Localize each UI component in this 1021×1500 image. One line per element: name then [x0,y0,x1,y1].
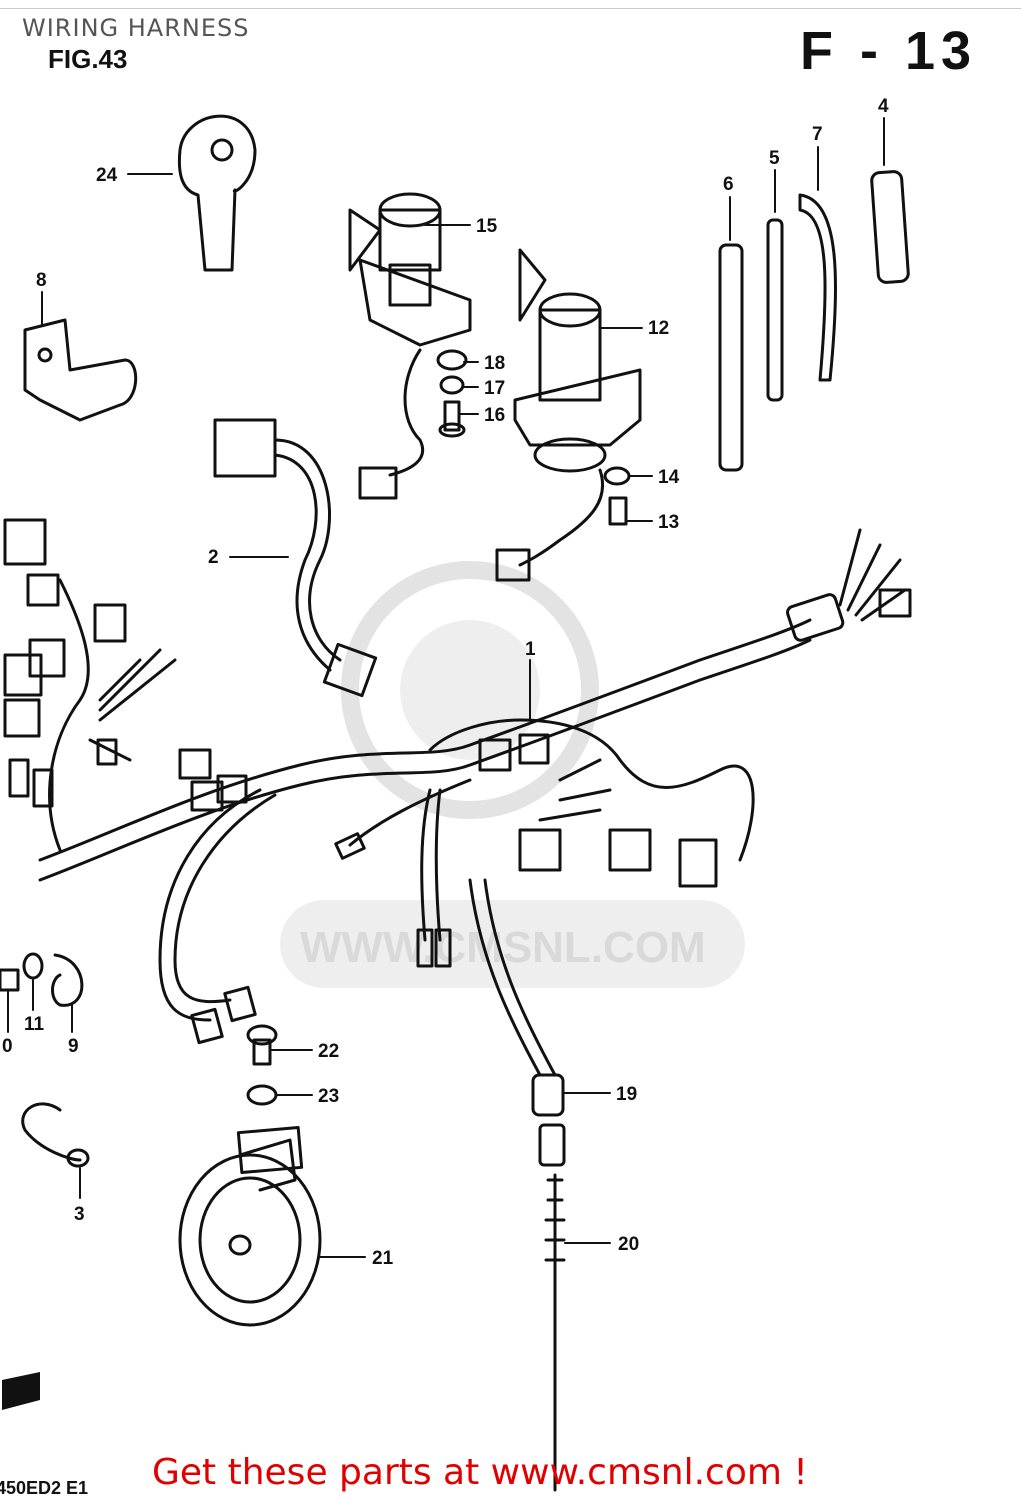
cable-ties [718,170,910,472]
part-label-22: 22 [318,1041,339,1062]
part-label-2: 2 [208,547,219,568]
part-label-6: 6 [723,174,734,195]
part-label-24: 24 [96,165,118,186]
part-label-8: 8 [36,270,47,291]
part-label-11: 11 [24,1014,45,1035]
part-label-13: 13 [658,512,679,533]
footer-cta[interactable]: Get these parts at www.cmsnl.com ! [152,1452,808,1493]
part-label-21: 21 [372,1248,394,1269]
page-id: F - 13 [800,21,978,81]
top-rule [0,8,1021,9]
part-label-12: 12 [648,318,669,339]
ignition-switch-15 [348,192,472,500]
figure-label: FIG.43 [48,44,128,74]
part-label-23: 23 [318,1086,339,1107]
part-number-labels: 1 2 3 4 5 6 7 8 9 0 11 12 13 14 15 16 17… [2,96,889,1269]
fasteners [436,349,631,526]
part-label-15: 15 [476,216,498,237]
part-label-9: 9 [68,1036,79,1057]
part-label-16: 16 [484,405,505,426]
part-label-5: 5 [769,148,780,169]
watermark: WWW.CMSNL.COM [280,561,745,988]
part-label-14: 14 [658,467,680,488]
part-label-3: 3 [74,1204,85,1225]
part-label-7: 7 [812,124,823,145]
part-label-18: 18 [484,353,505,374]
key-24 [177,114,257,272]
bracket-8 [23,318,138,422]
fwd-arrow-icon [2,1372,40,1410]
small-parts-9-10-11 [0,952,84,1007]
ignition-switch-12 [495,248,642,582]
drawing-code: 450ED2 E1 [0,1478,89,1498]
clip-3 [21,1102,90,1168]
part-label-17: 17 [484,378,505,399]
part-label-19: 19 [616,1084,637,1105]
bolt-22-washer-23 [246,1024,278,1106]
main-harness [3,518,912,1492]
part-label-4: 4 [878,96,889,117]
part-label-20: 20 [618,1234,639,1255]
leader-lines [7,117,885,1258]
horn-21 [178,1125,322,1327]
page-title: WIRING HARNESS [22,14,250,42]
sub-harness-2 [213,418,378,698]
part-label-10: 0 [2,1036,13,1057]
part-label-1: 1 [525,639,536,660]
